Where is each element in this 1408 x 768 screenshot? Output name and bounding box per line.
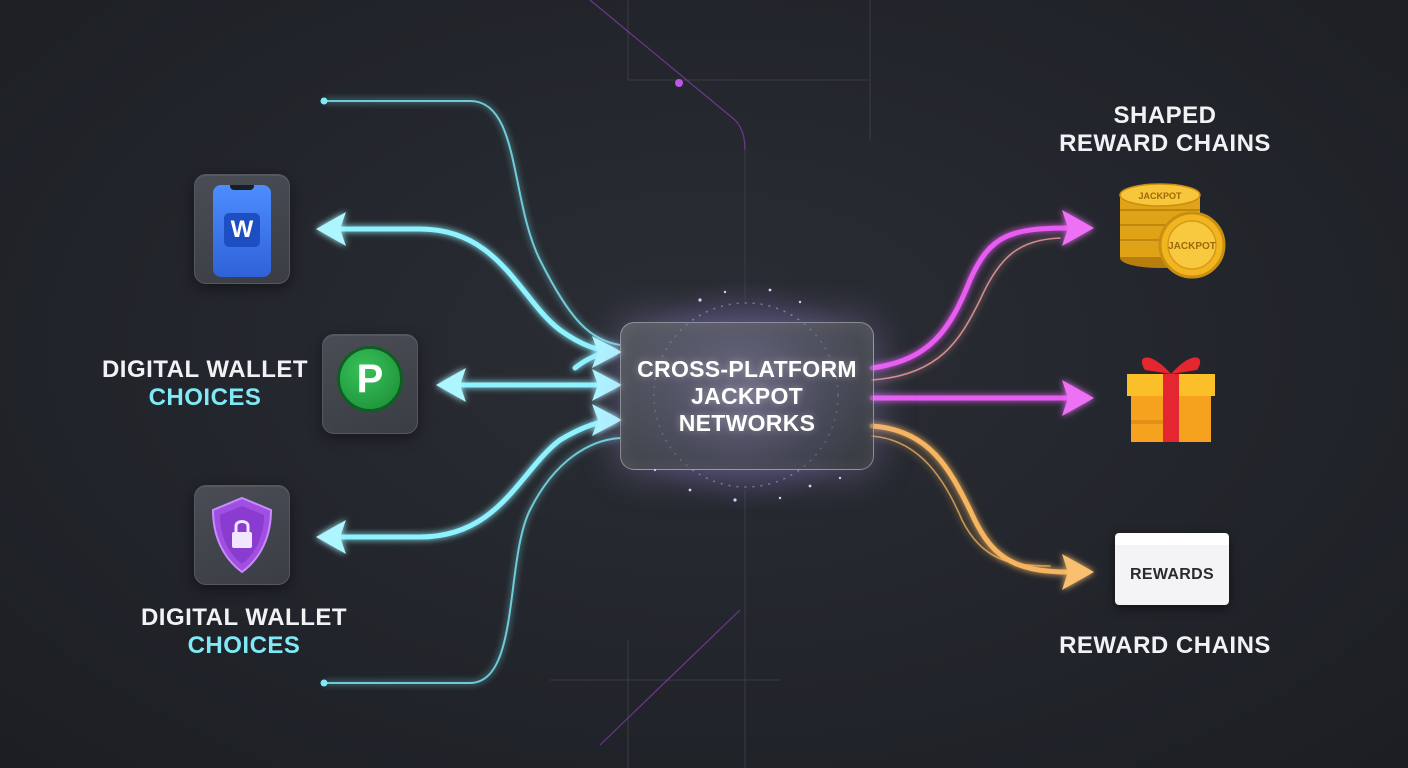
jackpot-coins-icon: JACKPOT JACKPOT (1119, 183, 1226, 279)
hub-line-1: CROSS-PLATFORM (637, 355, 857, 382)
jackpot-network-hub[interactable]: CROSS-PLATFORM JACKPOT NETWORKS (620, 322, 874, 470)
gift-box-icon (1127, 357, 1215, 442)
digital-wallet-label-lower: DIGITAL WALLET CHOICES (114, 604, 374, 660)
rewards-card-icon[interactable]: REWARDS (1115, 533, 1229, 605)
label-upper-line2: CHOICES (148, 384, 262, 411)
cyan-dot-top (320, 97, 328, 105)
cyan-dot-bottom (320, 679, 328, 687)
coin-text-front: JACKPOT (1168, 241, 1216, 252)
magenta-flows (869, 225, 1075, 401)
amber-arrowhead (1062, 554, 1094, 590)
phone-w-icon: W (213, 185, 271, 277)
digital-wallet-label-upper: DIGITAL WALLET CHOICES (70, 356, 340, 412)
right-top-line2: REWARD CHAINS (1059, 130, 1271, 157)
reward-chains-label: REWARD CHAINS (1059, 632, 1271, 659)
hub-sparkles (653, 288, 842, 502)
shaped-reward-chains-label: SHAPED REWARD CHAINS (1040, 102, 1290, 158)
p-app-tile[interactable]: P (322, 334, 418, 434)
hub-title: CROSS-PLATFORM JACKPOT NETWORKS (637, 356, 857, 437)
phone-w-glyph: W (224, 213, 260, 247)
cyan-arrows (327, 226, 615, 540)
hub-line-2: JACKPOT (690, 382, 803, 409)
coin-text-top: JACKPOT (1138, 191, 1182, 201)
p-app-icon: P (337, 346, 403, 412)
hub-line-3: NETWORKS (678, 409, 816, 436)
diagonal-accent-lines (589, 0, 746, 746)
shield-lock-icon (211, 496, 273, 574)
rewards-card-text: REWARDS (1130, 566, 1214, 583)
label-upper-line1: DIGITAL WALLET (101, 356, 309, 383)
label-lower-line2: CHOICES (187, 632, 301, 659)
cyan-thin-curves (325, 100, 621, 684)
magenta-arrowheads (1062, 210, 1094, 416)
shield-app-tile[interactable] (194, 485, 290, 585)
background-grid (550, 0, 871, 768)
amber-flow (869, 423, 1073, 575)
right-top-line1: SHAPED (1113, 102, 1217, 129)
phone-app-tile[interactable]: W (194, 174, 290, 284)
label-lower-line1: DIGITAL WALLET (140, 604, 348, 631)
cyan-arrowheads (316, 212, 622, 554)
accent-node-dot (675, 79, 683, 87)
p-app-glyph: P (356, 357, 384, 401)
